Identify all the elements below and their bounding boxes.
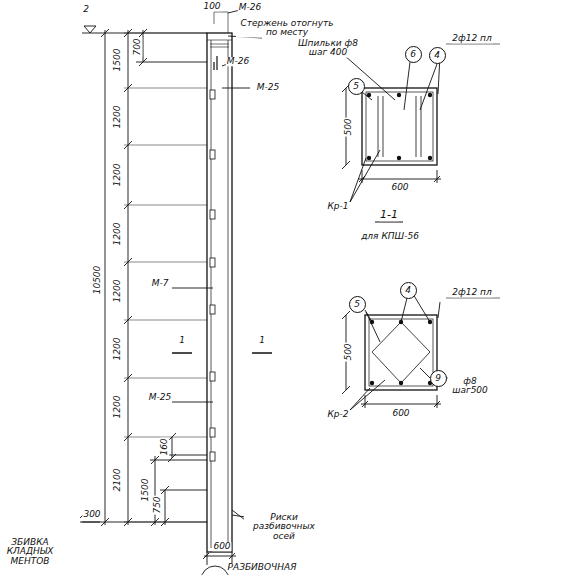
- callout-number: 5: [353, 81, 359, 91]
- drawing-label: М-25: [256, 83, 280, 92]
- callout-circle: 5: [349, 296, 366, 313]
- drawing-label: Шпильки ф8 шаг 400: [296, 39, 360, 58]
- drawing-label: 1200: [113, 105, 122, 130]
- drawing-label: 300: [82, 510, 101, 519]
- drawing-label: для КПШ-56: [360, 232, 420, 241]
- drawing-label: РАЗБИВОЧНАЯ: [227, 563, 298, 572]
- drawing-label: Кр-2: [326, 410, 349, 419]
- drawing-label: 1500: [141, 478, 150, 503]
- drawing-label: 750: [153, 495, 162, 514]
- drawing-label: 1500: [113, 48, 122, 73]
- callout-circle: 4: [429, 47, 446, 64]
- drawing-label: 2ф12 пл: [451, 34, 492, 43]
- drawing-label: 1200: [113, 279, 122, 304]
- drawing-label: М-7: [151, 279, 170, 288]
- drawing-label: Кр-1: [326, 202, 349, 211]
- drawing-label: 600: [391, 409, 410, 418]
- drawing-label: 500: [344, 342, 353, 361]
- drawing-label: 1200: [113, 337, 122, 362]
- drawing-label: 160: [160, 437, 169, 456]
- callout-circle: 5: [348, 78, 365, 95]
- drawing-label: 1: [178, 336, 186, 345]
- drawing-label: Стержень отогнуть по месту: [236, 19, 338, 38]
- drawing-label: 1200: [113, 222, 122, 247]
- drawing-label: 600: [390, 183, 409, 192]
- drawing-label: М-26: [226, 57, 250, 66]
- drawing-label: 10500: [93, 265, 102, 296]
- drawing-label: 2100: [113, 468, 122, 493]
- callout-circle: 6: [405, 46, 422, 63]
- callout-circle: 4: [400, 282, 417, 299]
- callout-circle: 9: [430, 370, 447, 387]
- drawing-label: 100: [202, 2, 221, 11]
- drawing-label: ф8 шаг500: [448, 377, 492, 396]
- drawing-label: М-26: [238, 3, 262, 12]
- drawing-label: М-25: [148, 393, 172, 402]
- drawing-label: 1: [258, 336, 266, 345]
- drawing-label: Риски разбивочных осей: [244, 513, 324, 541]
- drawing-label: 1200: [113, 163, 122, 188]
- drawing-label: ЗБИВКА КЛАДНЫХ МЕНТОВ: [0, 538, 60, 566]
- drawing-label: 500: [344, 117, 353, 136]
- drawing-label: 2ф12 пл: [451, 288, 492, 297]
- drawing-label: 600: [212, 542, 231, 551]
- callout-number: 5: [354, 299, 360, 309]
- drawing-label: 2: [82, 5, 90, 14]
- callout-number: 4: [405, 285, 411, 295]
- drawing-label: 1-1: [379, 209, 399, 221]
- callout-number: 6: [410, 49, 416, 59]
- callout-number: 9: [435, 373, 441, 383]
- callout-number: 4: [434, 50, 440, 60]
- drawing-label: 700: [133, 37, 142, 56]
- drawing-label: 1200: [113, 395, 122, 420]
